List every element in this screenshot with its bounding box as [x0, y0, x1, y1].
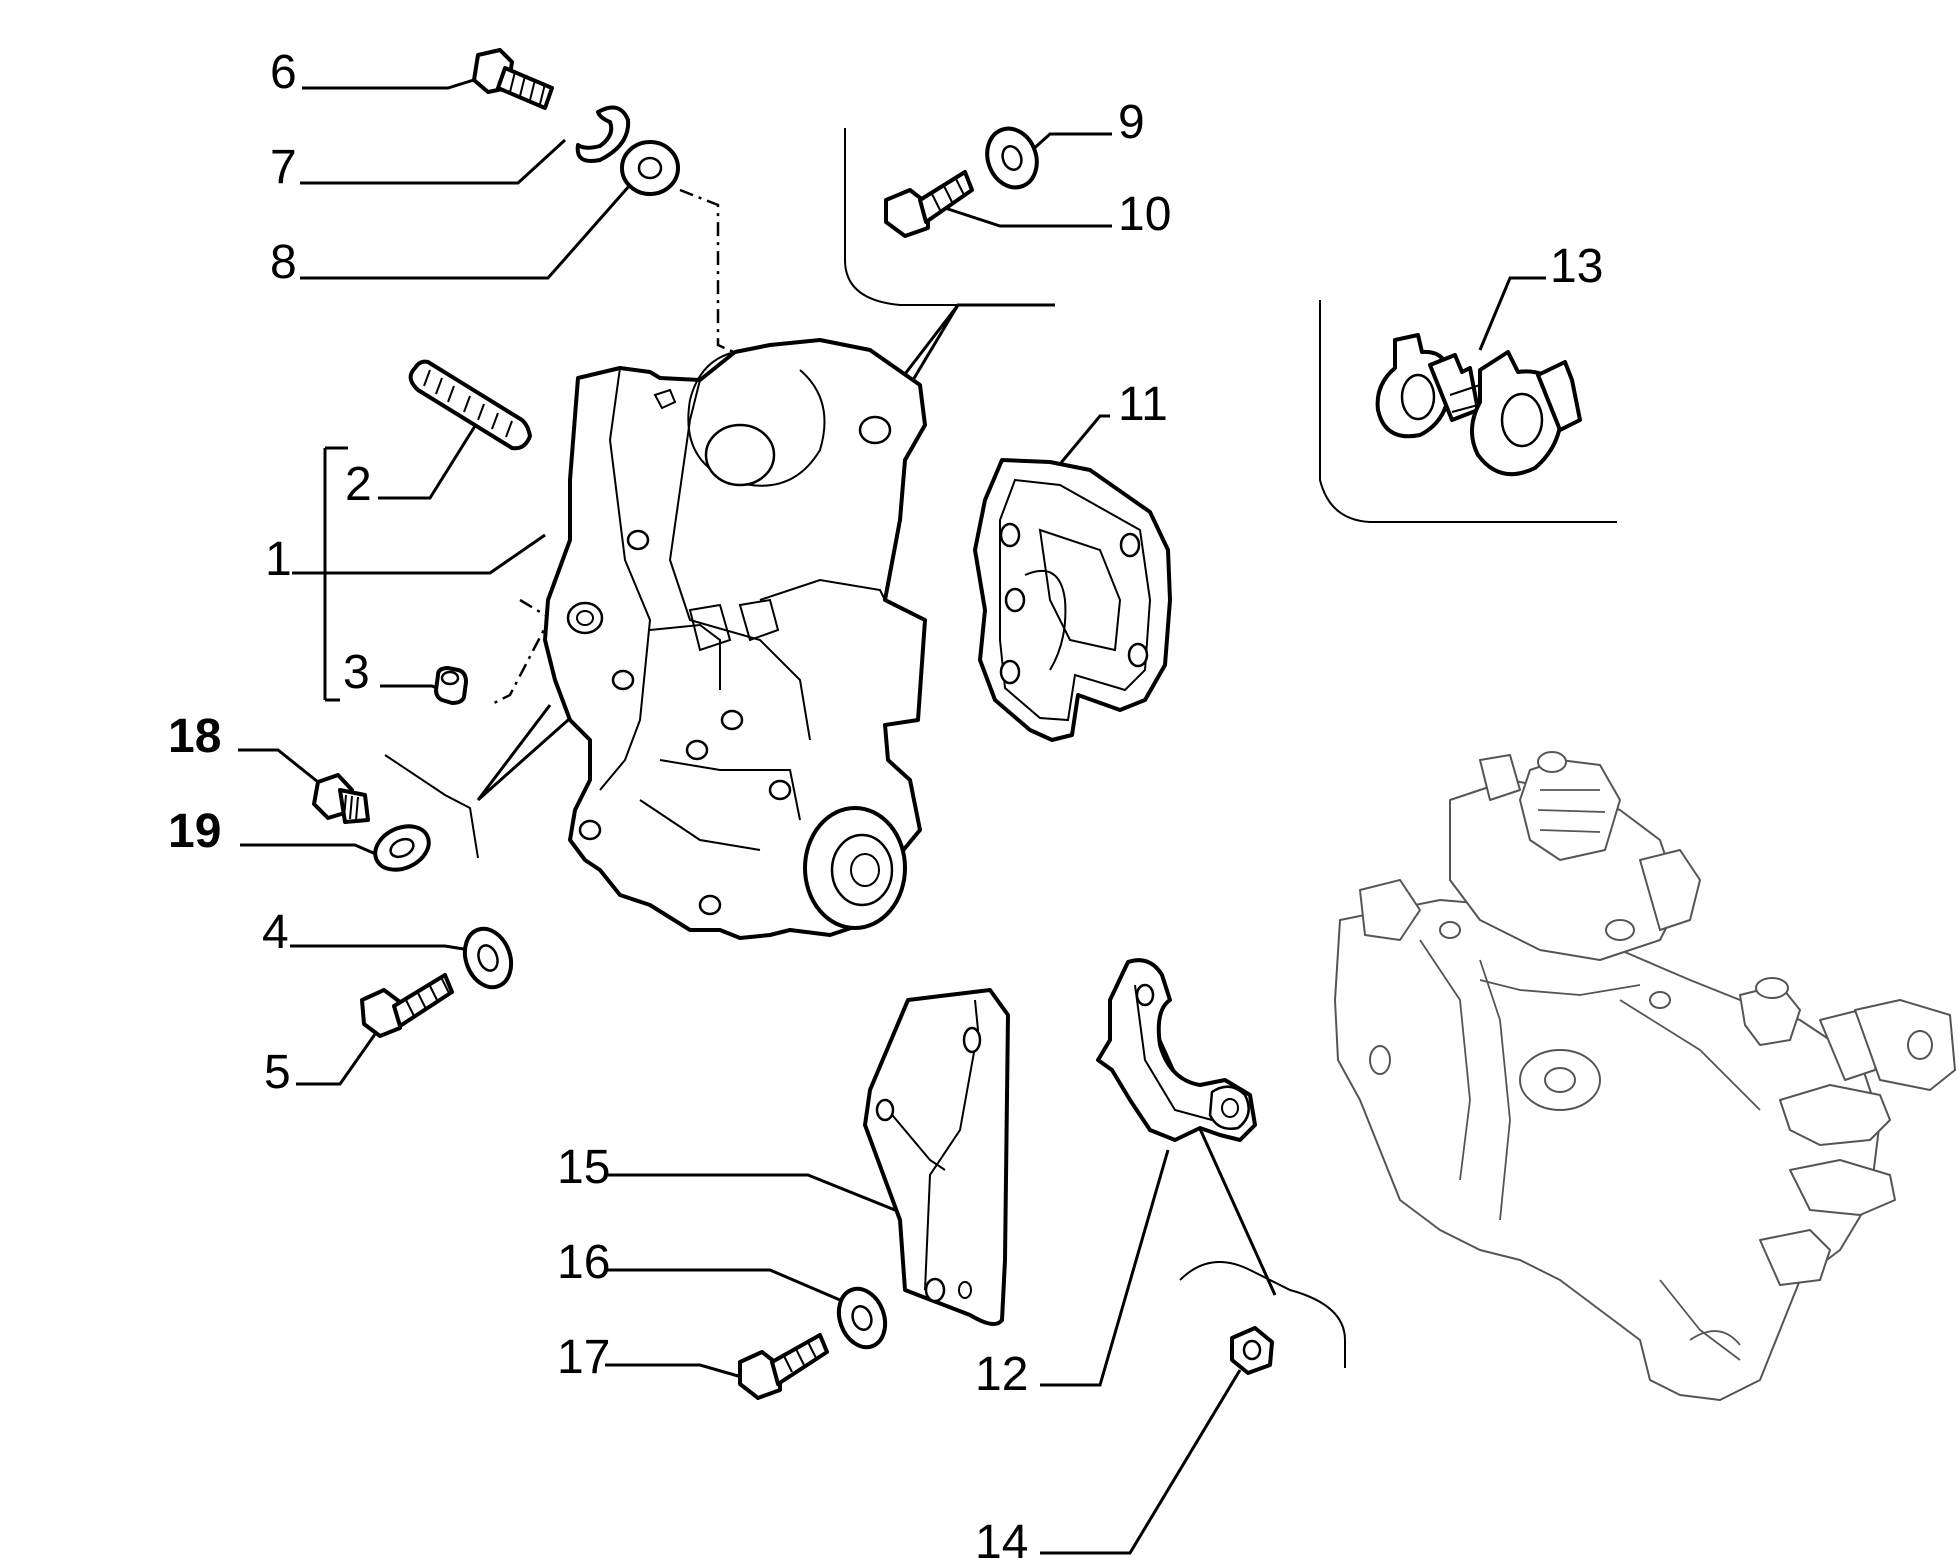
callout-19: 19	[168, 805, 221, 858]
gasket-11	[973, 458, 1172, 742]
leader-2	[378, 417, 482, 500]
spring-washer-7	[575, 105, 631, 163]
washer-16	[836, 1286, 888, 1350]
callout-16: 16	[557, 1236, 610, 1289]
bracket-15	[863, 988, 1010, 1326]
leader-19	[240, 843, 386, 860]
callout-1: 1	[265, 533, 292, 586]
centerline-3	[489, 598, 552, 707]
washer-8	[620, 140, 680, 196]
callout-14: 14	[975, 1516, 1028, 1559]
bolt-5	[360, 973, 454, 1038]
washer-4	[462, 926, 514, 990]
centerline-8	[679, 188, 741, 357]
callout-8: 8	[270, 236, 297, 289]
callout-11: 11	[1118, 378, 1168, 431]
leader-11	[1053, 414, 1110, 471]
group-frame-9-10	[844, 128, 1055, 306]
leader-18-19-housing	[476, 703, 586, 802]
leader-16	[605, 1268, 841, 1302]
callout-12: 12	[975, 1348, 1028, 1401]
leader-9	[1028, 132, 1112, 154]
leader-10	[944, 206, 1112, 228]
leader-13	[1478, 276, 1546, 351]
leader-6	[302, 76, 481, 90]
callout-15: 15	[557, 1141, 610, 1194]
leader-14	[1040, 1369, 1242, 1555]
callout-3: 3	[343, 646, 370, 699]
group-frame-13	[1319, 300, 1617, 523]
leader-8	[300, 184, 632, 280]
leader-7	[300, 138, 567, 185]
callout-13: 13	[1550, 240, 1603, 293]
callout-2: 2	[345, 458, 372, 511]
leader-5	[296, 1019, 387, 1086]
stud-2	[408, 359, 532, 451]
leader-1	[292, 533, 546, 575]
callout-18: 18	[168, 710, 221, 763]
bracket-1	[323, 446, 348, 702]
washer-9	[985, 126, 1039, 190]
washer-19	[373, 824, 431, 872]
clamp-13	[1375, 333, 1582, 477]
callout-4: 4	[262, 906, 289, 959]
callout-17: 17	[557, 1331, 610, 1384]
pump-housing-1	[543, 338, 927, 940]
leader-4	[290, 944, 471, 952]
callout-9: 9	[1118, 96, 1145, 149]
bolt-10	[884, 170, 974, 238]
nut-14	[1230, 1326, 1274, 1375]
callout-6: 6	[270, 46, 297, 99]
segment-bracket-12	[1096, 958, 1257, 1142]
leader-12-14-link	[1148, 1017, 1277, 1296]
leader-18	[238, 748, 319, 784]
leader-12	[1040, 1149, 1170, 1387]
bolt-6	[472, 48, 554, 110]
bolt-18	[312, 773, 370, 824]
plug-3	[434, 666, 468, 705]
callout-7: 7	[270, 141, 297, 194]
leader-17	[605, 1363, 753, 1382]
injection-pump-reference-illustration	[1334, 751, 1956, 1401]
leader-3	[380, 684, 443, 692]
callout-5: 5	[264, 1046, 291, 1099]
leader-15	[605, 1173, 901, 1214]
bolt-17	[738, 1333, 829, 1400]
callout-10: 10	[1118, 188, 1171, 241]
group-frame-14	[1179, 1261, 1346, 1368]
group-frame-18-19	[384, 754, 479, 859]
